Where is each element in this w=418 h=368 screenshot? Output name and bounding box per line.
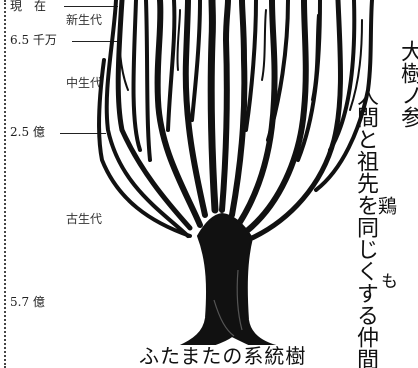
label-present: 現 在 <box>10 0 47 13</box>
label-cenozoic: 新生代 <box>66 13 103 27</box>
label-paleozoic: 古生代 <box>66 212 103 226</box>
vertical-text-col4: 大樹ノ参 <box>397 40 418 128</box>
vertical-text-col1: 人間と祖先を同じくする仲間 <box>353 84 378 368</box>
tick-65m <box>72 41 118 42</box>
tree-caption: ふたまたの系統樹 <box>136 345 310 367</box>
label-65m: 6.5 千万 <box>10 33 57 47</box>
tick-present <box>64 6 118 7</box>
vertical-text-col2: 鶏 <box>375 196 397 215</box>
vertical-text-col3: も <box>377 272 397 289</box>
tick-250m <box>60 133 106 134</box>
label-570m: 5.7 億 <box>10 295 45 309</box>
label-mesozoic: 中生代 <box>66 76 103 90</box>
label-250m: 2.5 億 <box>10 125 45 139</box>
left-dotted-border <box>4 0 6 368</box>
